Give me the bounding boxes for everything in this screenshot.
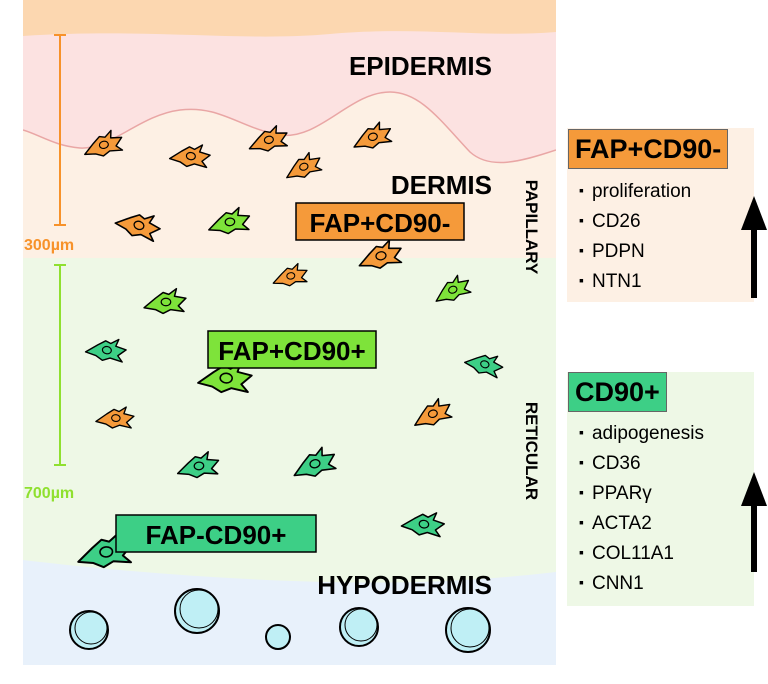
list-item: PDPN <box>579 237 691 267</box>
fap-neg-cd90-pos-tag <box>115 514 317 553</box>
up-arrow-bottom <box>741 472 767 572</box>
papillary-label: PAPILLARY <box>522 180 541 275</box>
list-item: COL11A1 <box>579 539 704 569</box>
scale-bar-700 <box>54 264 66 466</box>
fat-cell <box>265 624 291 650</box>
list-item: adipogenesis <box>579 419 704 449</box>
top-panel-list: proliferation CD26 PDPN NTN1 <box>579 177 691 297</box>
list-item: ACTA2 <box>579 509 704 539</box>
list-item: proliferation <box>579 177 691 207</box>
fibroblast-cell <box>293 446 337 477</box>
scale-bar-300 <box>54 34 66 226</box>
fap-cd90-neg-tag <box>295 202 465 241</box>
fibroblast-cell <box>353 121 393 149</box>
fibroblast-cell <box>168 144 211 169</box>
epidermis-layer <box>23 31 556 163</box>
fibroblast-cell <box>143 287 187 315</box>
fibroblast-cell <box>114 214 161 243</box>
fat-cell <box>174 588 220 634</box>
fibroblast-cell <box>84 338 127 363</box>
hypodermis-label: HYPODERMIS <box>317 570 492 600</box>
fibroblast-cell <box>400 512 446 538</box>
fibroblast-cell <box>414 397 453 426</box>
fat-cell <box>69 610 109 650</box>
fap-cd90-pos-tag <box>207 330 377 369</box>
up-arrow-top <box>741 196 767 298</box>
epidermis-label: EPIDERMIS <box>349 51 492 81</box>
fat-cell <box>445 607 491 653</box>
fibroblast-cells <box>77 121 504 569</box>
fibroblast-cell <box>208 206 251 235</box>
fibroblast-cell <box>84 129 124 157</box>
bottom-panel-list: adipogenesis CD36 PPARγ ACTA2 COL11A1 CN… <box>579 419 704 599</box>
fap-neg-cd90-pos-tag-text: FAP-CD90+ <box>146 520 287 550</box>
list-item: PPARγ <box>579 479 704 509</box>
fibroblast-cell <box>272 262 308 287</box>
list-item: CD26 <box>579 207 691 237</box>
fibroblast-cell <box>248 124 289 152</box>
reticular-label: RETICULAR <box>522 402 541 500</box>
fibroblast-cell <box>176 450 220 479</box>
fibroblast-cell <box>286 151 323 179</box>
list-item: CNN1 <box>579 569 704 599</box>
fibroblast-cell <box>464 354 504 379</box>
fibroblast-cell <box>358 239 403 269</box>
fat-cells <box>69 588 491 653</box>
list-item: NTN1 <box>579 267 691 297</box>
bottom-panel-title: CD90+ <box>568 372 667 412</box>
scale-label-700: 700µm <box>24 485 74 502</box>
list-item: CD36 <box>579 449 704 479</box>
fap-cd90-pos-tag-text: FAP+CD90+ <box>218 336 365 366</box>
fap-cd90-neg-tag-text: FAP+CD90- <box>310 208 451 238</box>
fibroblast-cell <box>435 274 472 302</box>
top-panel-title: FAP+CD90- <box>568 129 729 169</box>
hypodermis-layer <box>23 560 556 665</box>
scale-label-300: 300µm <box>24 237 74 254</box>
fibroblast-cell <box>95 406 135 429</box>
dermis-label: DERMIS <box>391 170 492 200</box>
fat-cell <box>339 607 379 647</box>
